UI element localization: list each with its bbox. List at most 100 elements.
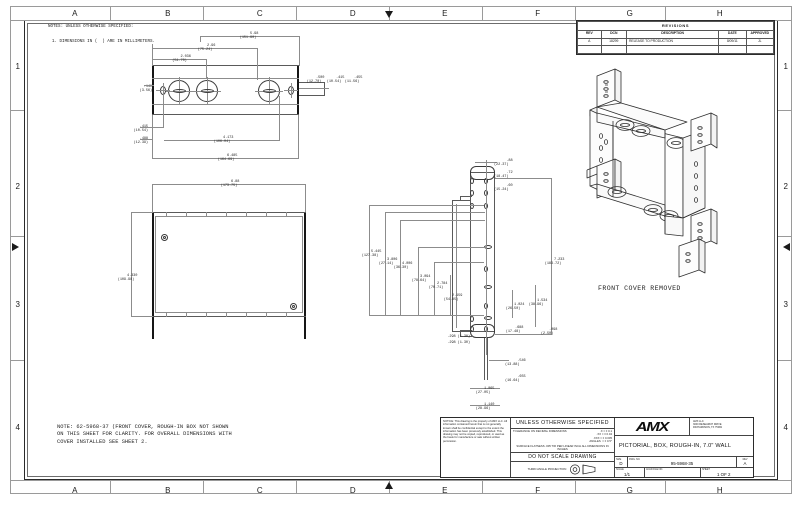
third-angle-projection: THIRD ANGLE PROJECTION [511, 461, 614, 477]
dimension-section-s16: .298 (1.30) [447, 341, 470, 346]
dimension-section-s17: .546(13.88) [505, 359, 526, 368]
title-block-notice: NOTICE: This drawing is the property of … [441, 418, 511, 477]
dimension-section-s14: .098(2.50) [540, 328, 558, 337]
zone-tick [665, 6, 666, 20]
size-cell: SIZE D [615, 457, 628, 467]
rev-value: A [743, 461, 747, 466]
dimension-section-s2: .72(18.47) [494, 171, 513, 179]
zone-label-top-d: D [349, 9, 357, 18]
notes-header: NOTES: UNLESS OTHERWISE SPECIFIED: [48, 25, 134, 29]
iso-view-caption: FRONT COVER REMOVED [598, 285, 681, 292]
scale-value: 1/1 [624, 471, 631, 477]
zone-label-top-h: H [716, 9, 724, 18]
dimension-section-s11: 1.534(38.96) [528, 299, 548, 308]
dimension-section-s19: 1.065(27.05) [475, 387, 495, 396]
dimension-top-d6: .488(12.39) [133, 137, 149, 146]
revision-cell-empty [577, 45, 602, 54]
zone-tick [778, 236, 792, 237]
sheet-cell: SHEET 1 OF 2 [701, 468, 753, 478]
tolerance-label: TOLERANCE ON DECIMAL DIMENSIONS [513, 429, 567, 433]
zone-tick [482, 6, 483, 20]
zone-tick [110, 6, 111, 20]
scale-label: SCALE [616, 468, 624, 471]
dimension-top-d8: .415(10.54) [326, 76, 345, 85]
dimension-section-s13: .688(17.48) [505, 326, 524, 335]
notice-text: NOTICE: This drawing is the property of … [443, 420, 508, 443]
projection-label: THIRD ANGLE PROJECTION [527, 466, 567, 471]
isometric-pictorial-view [586, 68, 718, 278]
revision-cell-approved: JL [745, 37, 775, 47]
zone-tick [10, 20, 792, 21]
zone-label-right-2: 2 [783, 182, 789, 191]
dimension-section-s4: 5.445(127.38) [361, 250, 382, 259]
zone-label-bottom-h: H [716, 486, 724, 495]
revision-col-date: DATE [718, 29, 747, 39]
zone-tick [296, 481, 297, 494]
profile-hole [484, 285, 492, 289]
dimension-section-s5: 3.806(27.14) [378, 258, 398, 267]
dwg-no-value: 95-5968-35 [670, 461, 694, 466]
zone-label-top-c: C [256, 9, 264, 18]
grommet-hole [292, 305, 295, 308]
title-block-specifications: UNLESS OTHERWISE SPECIFIED TOLERANCE ON … [511, 418, 615, 477]
zone-label-left-3: 3 [15, 300, 21, 309]
title-block-identification: AMX AMX LLC 3000 RESEARCH DRIVE RICHARDS… [615, 418, 753, 477]
dimension-section-s3: .60(15.24) [494, 184, 513, 193]
do-not-scale-label: DO NOT SCALE DRAWING [511, 452, 614, 460]
dimension-top-d10: 4.173(106.04) [213, 136, 234, 145]
dwg-no-label: DWG. NO. [629, 457, 641, 461]
dimension-top-d1: 5.98(151.90) [239, 32, 259, 41]
zone-label-right-4: 4 [783, 423, 789, 432]
revision-cell-dcn: 18299 [600, 37, 627, 47]
dimension-front-f2: 4.330(109.98) [117, 274, 138, 283]
zone-label-top-a: A [72, 9, 78, 18]
zone-label-top-f: F [535, 9, 541, 18]
dimension-section-s12: 1.024(26.50) [505, 303, 525, 312]
drawing-number-cell: DWG. NO. 95-5968-35 [628, 457, 737, 467]
center-datum-arrow-top [385, 11, 393, 18]
dimension-section-s6: 4.006(36.30) [393, 262, 413, 271]
dimension-top-d2: 2.96(75.24) [197, 44, 216, 53]
zone-label-top-g: G [626, 9, 634, 18]
size-label: SIZE [616, 457, 622, 461]
table-row-empty [577, 45, 775, 54]
revision-col-rev: REV [577, 29, 602, 39]
zone-tick [10, 480, 792, 481]
revision-col-description: DESCRIPTION [625, 29, 720, 39]
zone-tick [778, 360, 792, 361]
sheet-value: 1 OF 2 [717, 471, 731, 477]
size-value: D [619, 461, 623, 466]
title-block: NOTICE: This drawing is the property of … [440, 417, 754, 478]
zone-label-bottom-b: B [165, 486, 171, 495]
zone-label-bottom-f: F [535, 486, 541, 495]
notes-item-1: 1. DIMENSIONS IN ( ) ARE IN MILLIMETERS. [52, 40, 156, 44]
zone-label-bottom-a: A [72, 486, 78, 495]
cad-file-cell: ACAD FILE NO. [645, 467, 701, 477]
amx-logo-text: AMX [635, 419, 670, 434]
dimension-top-d3: 2.036(51.70) [172, 55, 191, 64]
zone-tick [575, 6, 576, 20]
revision-title: REVISIONS [577, 21, 774, 31]
zone-frame [10, 6, 792, 494]
dimension-section-s18: .655(16.64) [505, 375, 526, 384]
revision-cell-rev: A [577, 37, 602, 47]
zone-label-bottom-c: C [256, 486, 264, 495]
dimension-section-s1: .88(22.37) [494, 159, 513, 168]
zone-tick [203, 6, 204, 20]
zone-tick [10, 360, 24, 361]
profile-hole [470, 178, 474, 184]
amx-logo: AMX [615, 418, 690, 435]
third-angle-projection-icon [570, 464, 596, 475]
revision-col-approved: APPROVED [745, 29, 775, 39]
dimension-section-s9: 2.159(54.85) [443, 294, 463, 303]
drawing-title: PICTORIAL, BOX, ROUGH-IN, 7.0" WALL [615, 436, 753, 457]
zone-label-left-1: 1 [15, 62, 21, 71]
profile-hole [484, 316, 492, 320]
profile-hole [470, 316, 474, 322]
zone-label-top-b: B [165, 9, 171, 18]
dimension-front-f1: 6.88(173.75) [220, 180, 240, 189]
zone-label-bottom-g: G [626, 486, 634, 495]
center-datum-arrow-left [12, 243, 19, 251]
rev-cell: REV A [737, 457, 753, 467]
